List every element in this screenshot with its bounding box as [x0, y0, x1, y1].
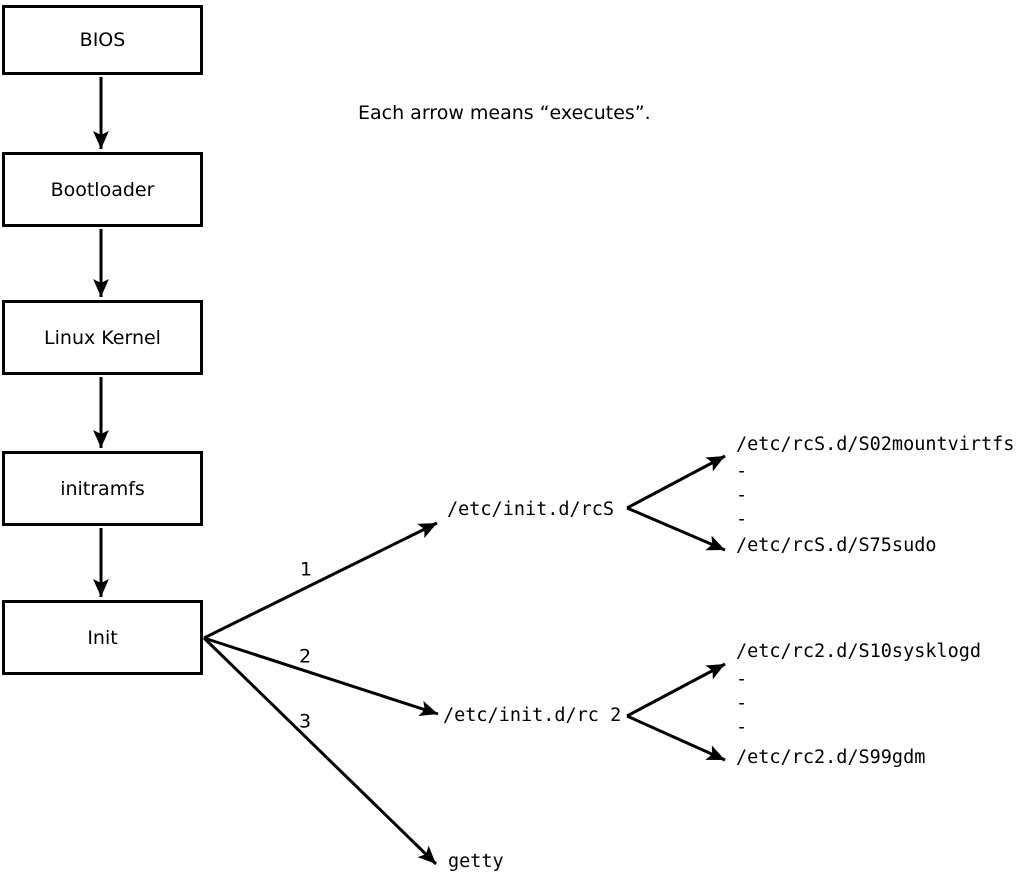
arrow-init-to-getty [202, 636, 438, 866]
script-s75sudo: /etc/rcS.d/S75sudo [736, 535, 937, 556]
arrow-init-to-rcS [203, 521, 438, 640]
ellipsis-dash: - [736, 669, 748, 690]
ellipsis-dash: - [736, 693, 748, 714]
ellipsis-dash: - [736, 461, 748, 482]
diagram-note: Each arrow means “executes”. [358, 102, 651, 124]
box-initramfs-label: initramfs [60, 477, 145, 500]
ellipsis-dash: - [736, 717, 748, 738]
arrow-order-label-1: 1 [299, 558, 313, 581]
box-init-label: Init [87, 626, 118, 649]
ellipsis-dash: - [736, 509, 748, 530]
box-init: Init [2, 600, 203, 675]
box-bootloader-label: Bootloader [50, 178, 155, 201]
arrow-rcS-to-s75sudo [626, 506, 726, 552]
script-s99gdm: /etc/rc2.d/S99gdm [736, 747, 926, 768]
arrow-init-to-rc2 [203, 636, 439, 716]
box-bios-label: BIOS [79, 29, 126, 51]
box-linux-kernel: Linux Kernel [2, 300, 203, 375]
ellipsis-dash: - [736, 485, 748, 506]
target-etc-init-d-rc2: /etc/init.d/rc 2 [443, 705, 622, 726]
box-bootloader: Bootloader [2, 152, 203, 227]
arrow-order-label-3: 3 [298, 710, 312, 733]
arrow-rcS-to-s02mountvirtfs [626, 454, 726, 510]
script-s02mountvirtfs: /etc/rcS.d/S02mountvirtfs [736, 434, 1015, 455]
box-linux-kernel-label: Linux Kernel [44, 326, 161, 349]
arrow-rc2-to-s99gdm [626, 714, 726, 762]
box-bios: BIOS [2, 5, 203, 75]
target-etc-init-d-rcS: /etc/init.d/rcS [447, 499, 615, 520]
target-getty: getty [448, 851, 504, 872]
box-initramfs: initramfs [2, 451, 203, 526]
script-s10sysklogd: /etc/rc2.d/S10sysklogd [736, 641, 982, 662]
arrow-rc2-to-s10sysklogd [626, 662, 726, 718]
arrow-order-label-2: 2 [298, 645, 312, 668]
